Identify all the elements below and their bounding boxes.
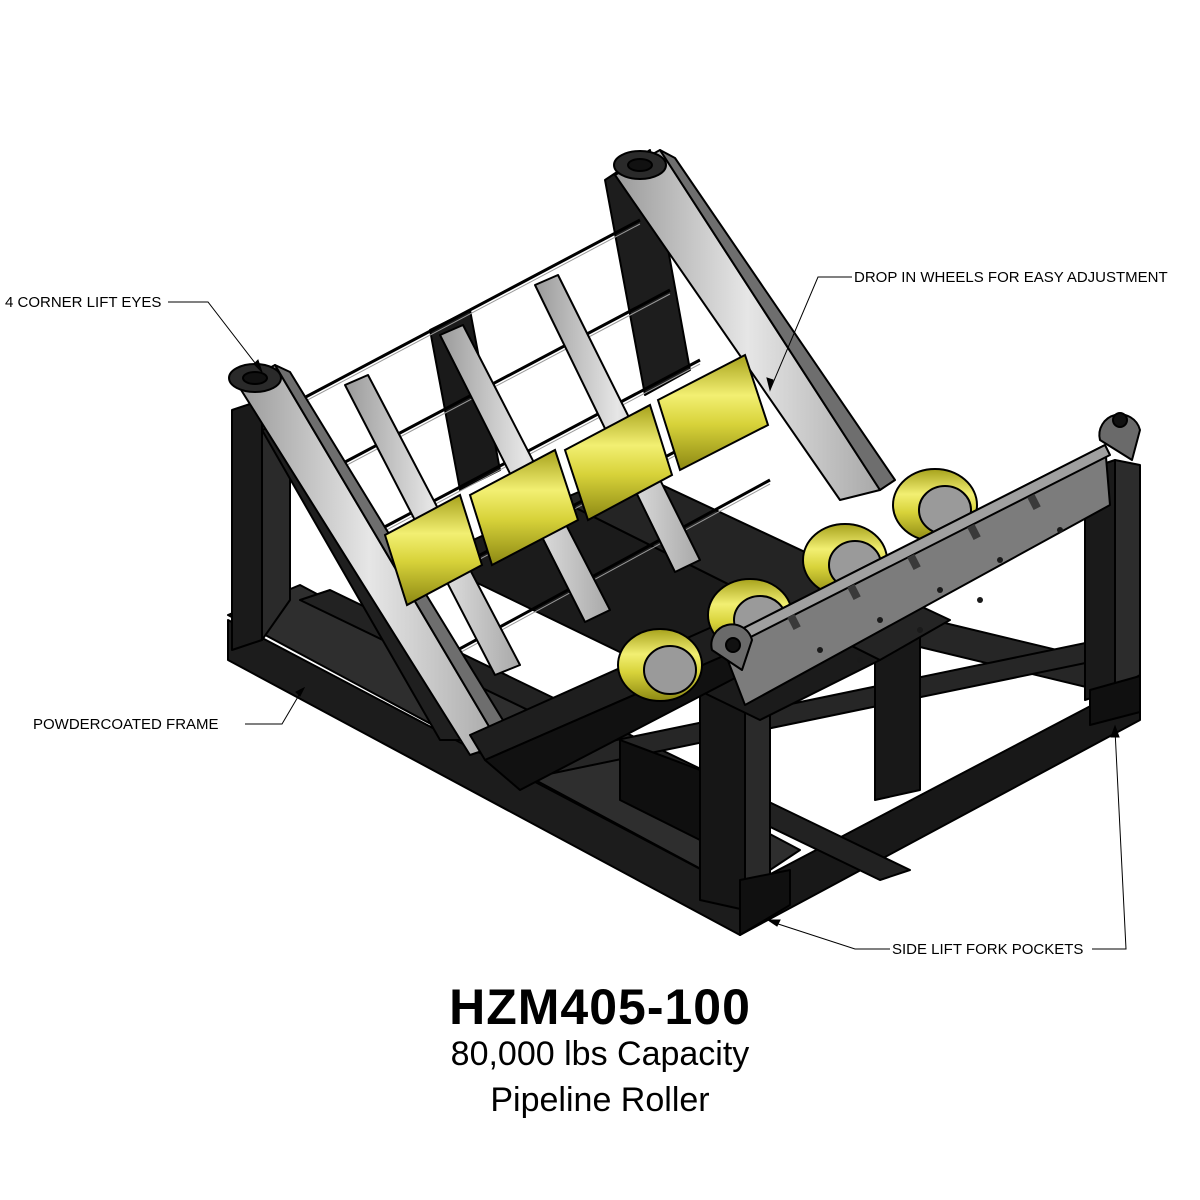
callout-drop-in-wheels: DROP IN WHEELS FOR EASY ADJUSTMENT xyxy=(854,269,1168,286)
side-adjustment-plate xyxy=(710,412,1141,706)
callout-leaders xyxy=(168,276,1127,950)
callout-powdercoated-frame: POWDERCOATED FRAME xyxy=(33,716,219,733)
capacity-text: 80,000 lbs Capacity xyxy=(450,1035,750,1073)
callout-lift-eyes: 4 CORNER LIFT EYES xyxy=(5,294,162,311)
model-number: HZM405-100 xyxy=(449,979,751,1035)
product-type: Pipeline Roller xyxy=(490,1081,710,1119)
tilted-yellow-rollers xyxy=(383,353,770,607)
callout-fork-pockets: SIDE LIFT FORK POCKETS xyxy=(892,941,1084,958)
